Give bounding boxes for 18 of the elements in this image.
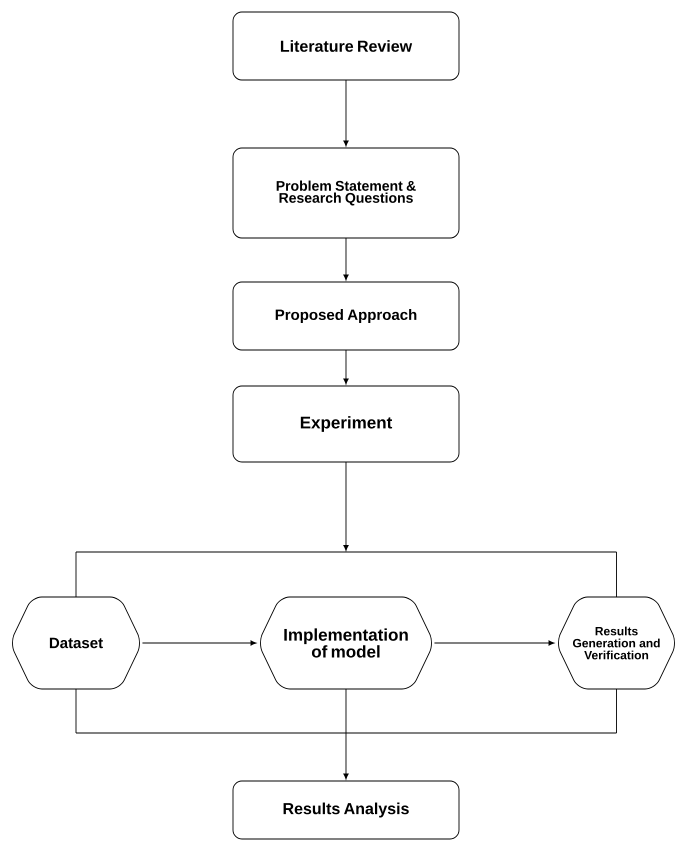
process-box: Proposed Approach bbox=[232, 282, 460, 350]
arrow bbox=[343, 80, 349, 146]
hexagon-box: Dataset bbox=[12, 596, 140, 690]
connector-line bbox=[616, 689, 617, 734]
arrow bbox=[434, 640, 554, 646]
hexagon-box: Implementation of model bbox=[260, 596, 432, 690]
process-box: Literature Review bbox=[232, 12, 460, 80]
arrow bbox=[343, 732, 349, 780]
arrow bbox=[343, 238, 349, 280]
arrow bbox=[343, 462, 349, 551]
arrow bbox=[343, 350, 349, 384]
hexagon-box: Results Generation and Verification bbox=[558, 596, 675, 690]
bus-line bbox=[76, 732, 616, 734]
arrow bbox=[142, 640, 256, 646]
process-box: Experiment bbox=[232, 386, 460, 462]
connector-line bbox=[616, 552, 617, 597]
process-box: Results Analysis bbox=[232, 780, 460, 840]
process-box: Problem Statement & Research Questions bbox=[232, 148, 460, 238]
